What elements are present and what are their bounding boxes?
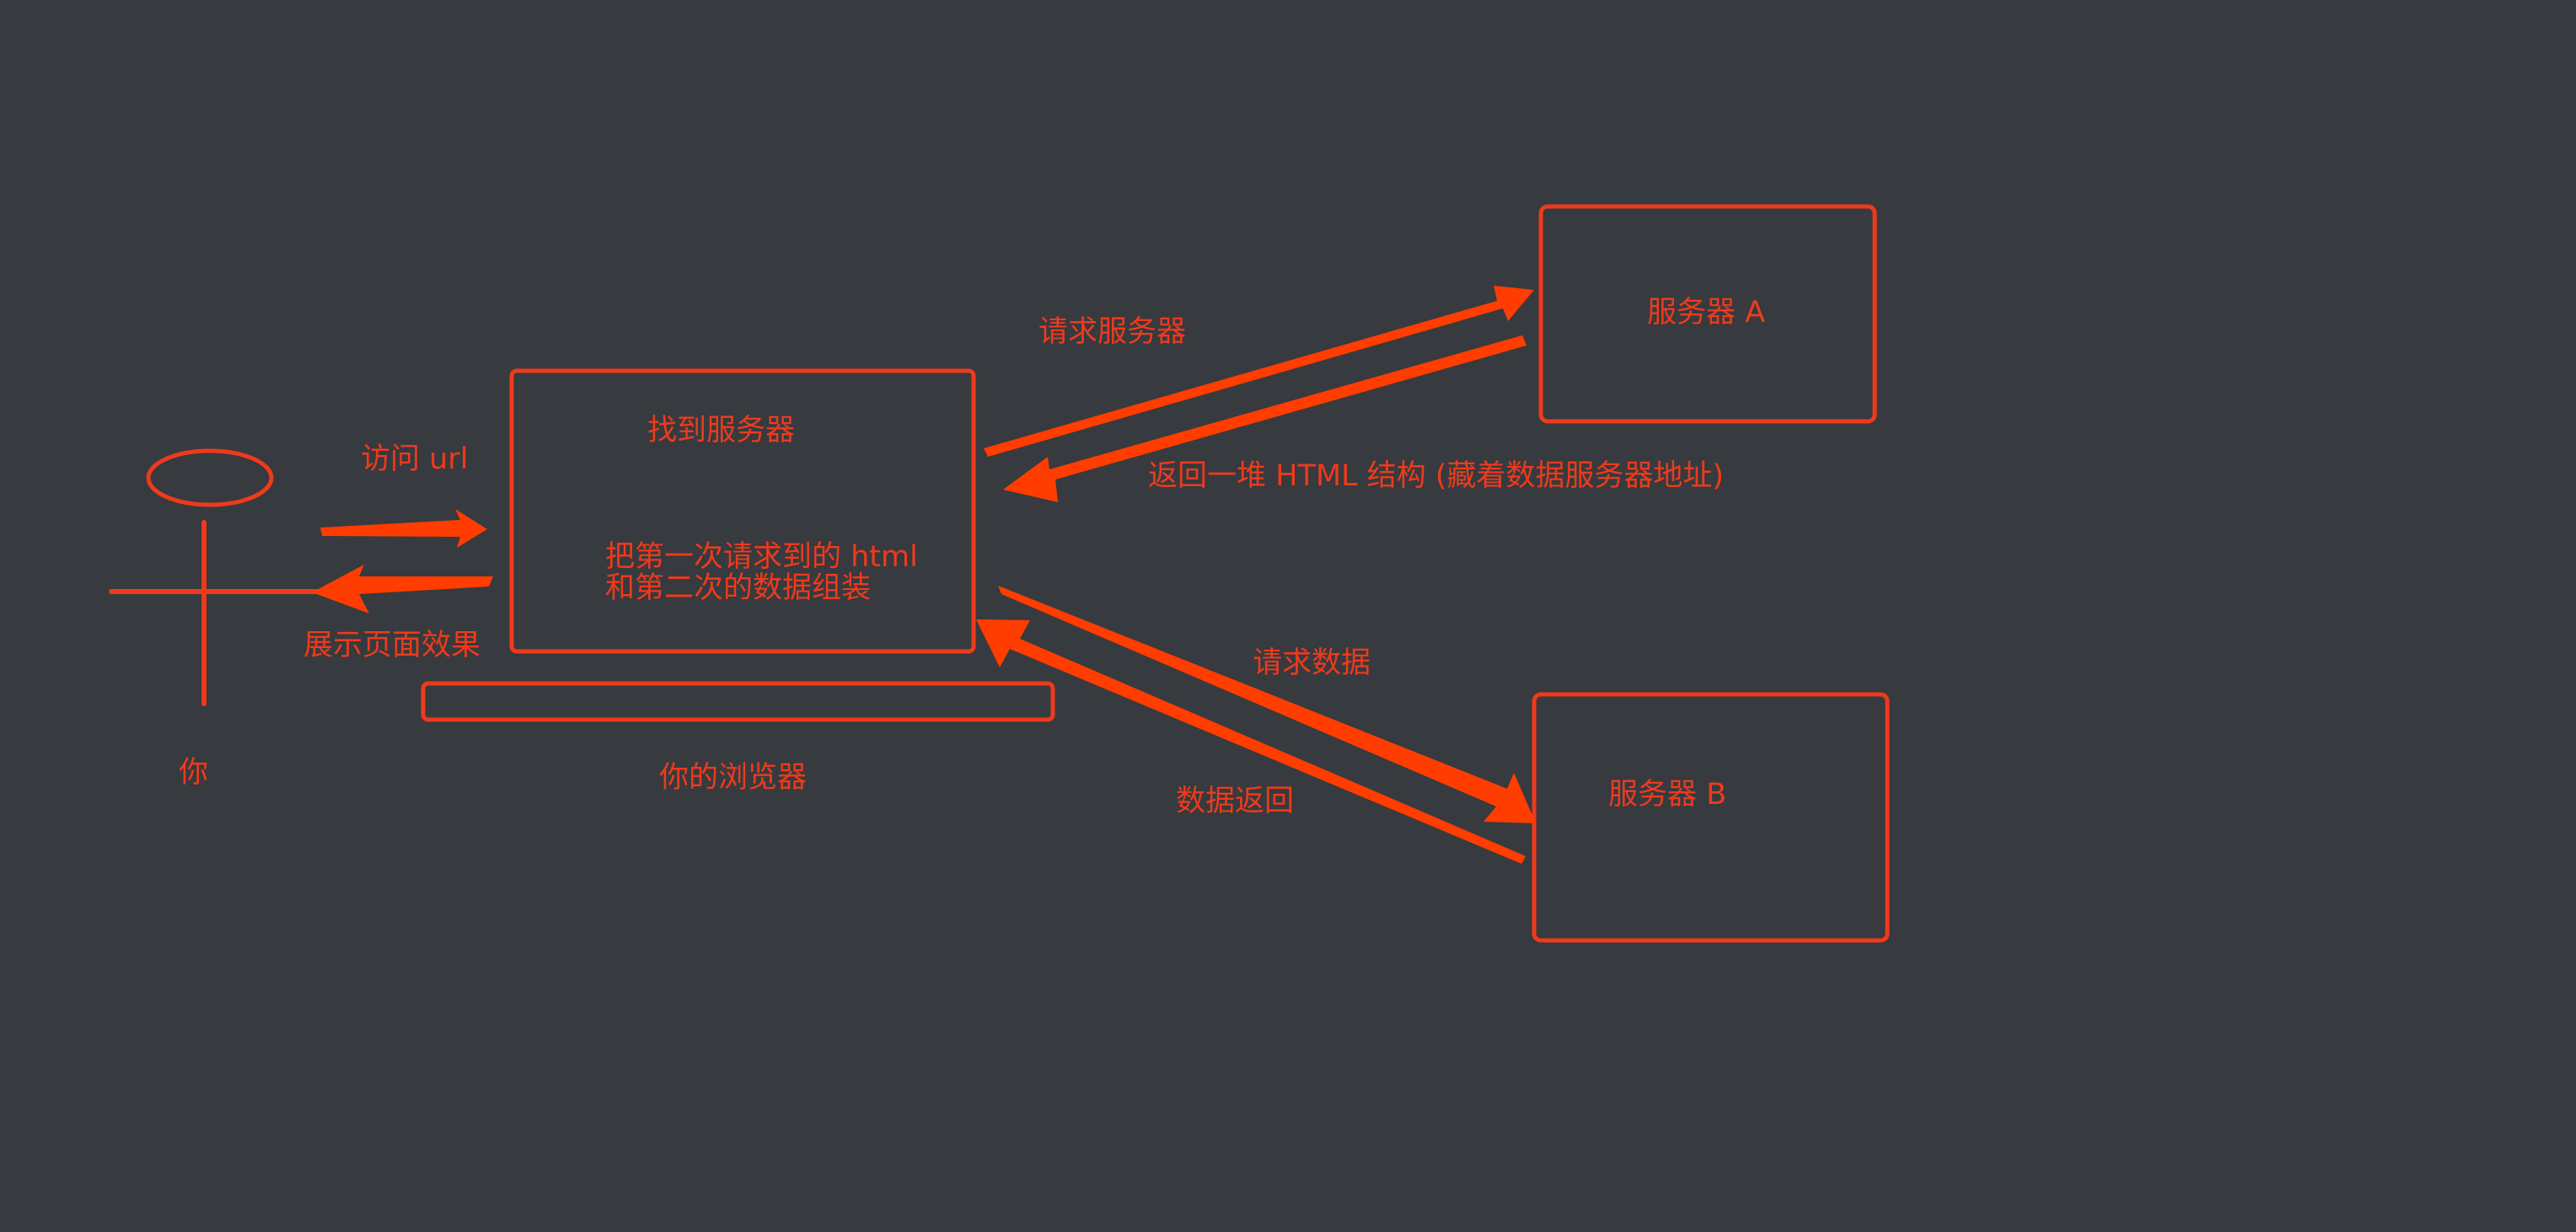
arrow-request-server	[984, 286, 1534, 457]
arrow-return-html	[1003, 335, 1527, 502]
arrow-data-return	[976, 619, 1526, 864]
actor-label: 你	[179, 756, 209, 790]
return-html-label: 返回一堆 HTML 结构 (藏着数据服务器地址)	[1148, 459, 1725, 493]
request-server-label: 请求服务器	[1038, 315, 1187, 349]
assemble-line-2: 和第二次的数据组装	[605, 571, 872, 605]
browser-address-bar	[421, 681, 1055, 722]
arrow-request-data	[998, 586, 1536, 823]
actor-figure	[109, 448, 321, 706]
request-data-label: 请求数据	[1253, 646, 1371, 680]
arrow-visit-url	[320, 509, 487, 548]
assemble-line-1: 把第一次请求到的 html	[605, 540, 918, 574]
actor-head	[146, 448, 274, 507]
arrow-show-page	[312, 565, 493, 613]
server-b-label: 服务器 B	[1608, 778, 1727, 812]
show-page-label: 展示页面效果	[303, 629, 481, 662]
browser-title: 找到服务器	[647, 414, 796, 447]
server-a-box	[1538, 204, 1877, 424]
server-b-box	[1532, 692, 1890, 943]
browser-label: 你的浏览器	[659, 761, 808, 795]
browser-window	[509, 368, 976, 654]
server-a-label: 服务器 A	[1647, 296, 1766, 329]
data-return-label: 数据返回	[1176, 785, 1295, 818]
visit-url-label: 访问 url	[361, 442, 469, 476]
